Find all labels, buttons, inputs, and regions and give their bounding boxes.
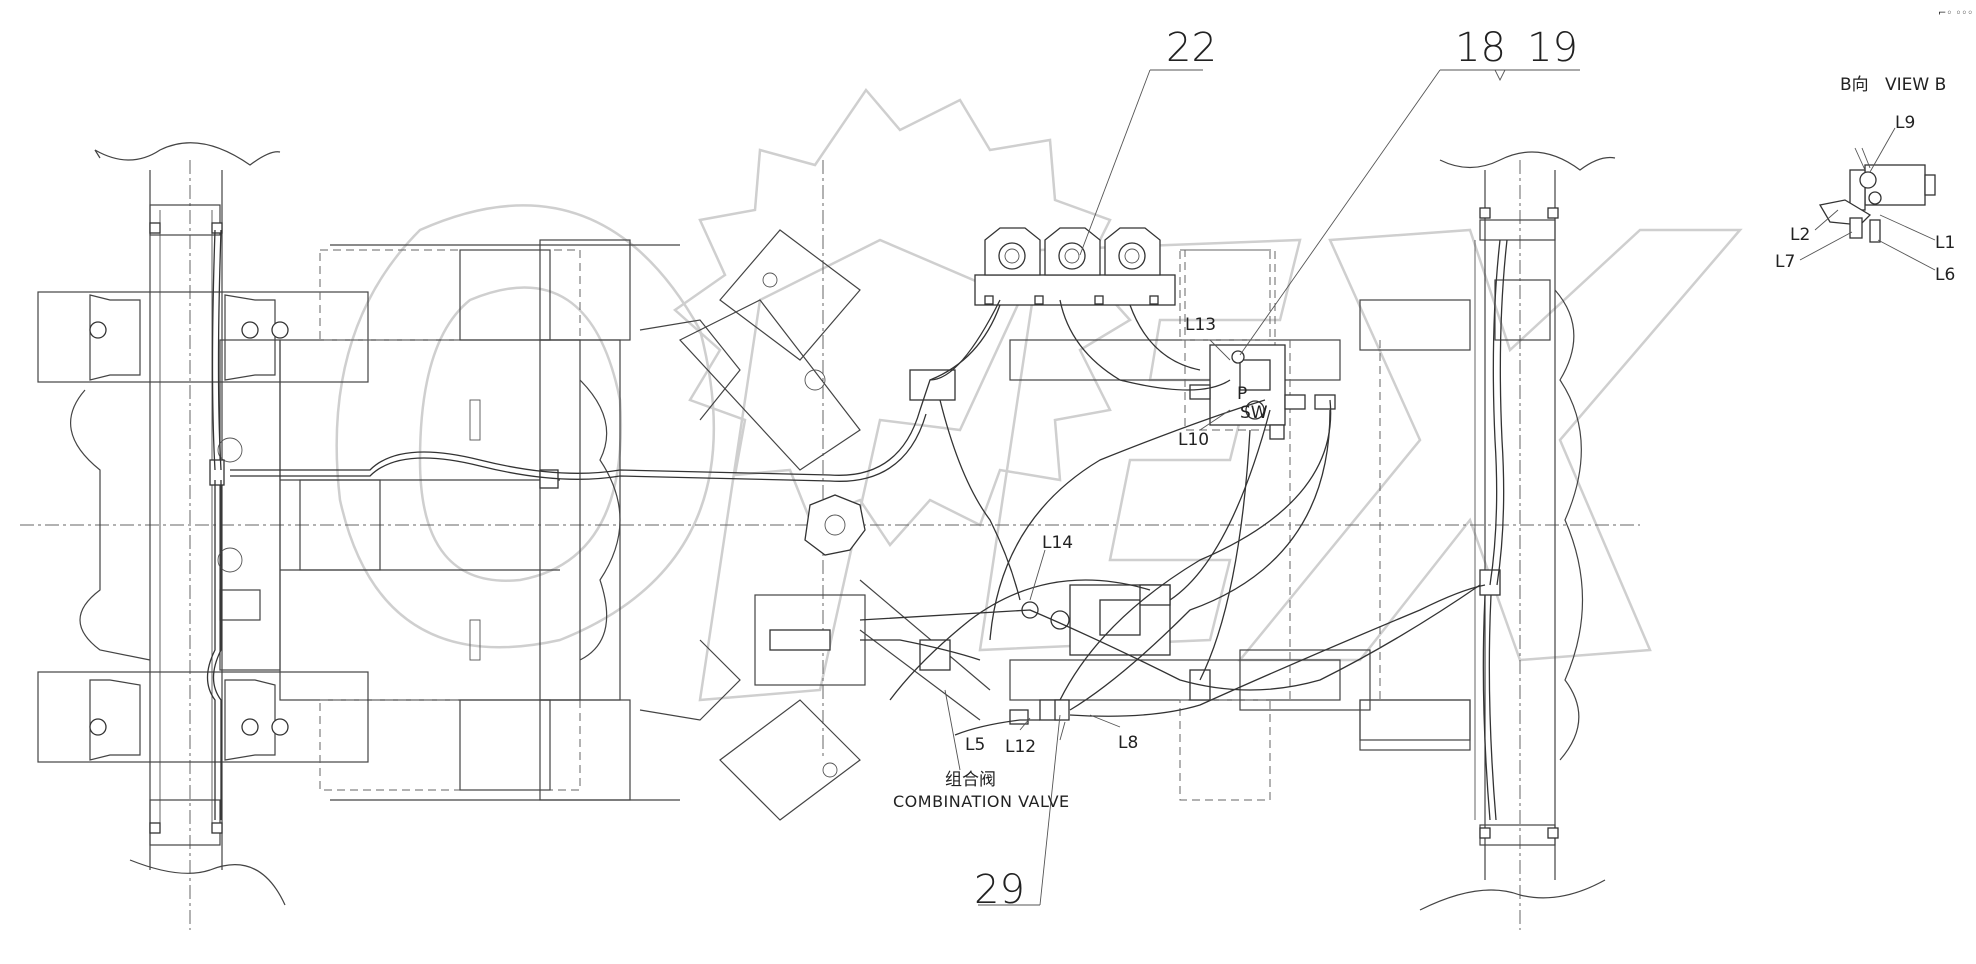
- front-frame: [279, 239, 680, 801]
- labels: 22 18 19 29 B向 VIEW B L9 L2 L1 L7 L6 L13…: [893, 8, 1973, 913]
- articulation-section: [639, 229, 991, 821]
- label-l8: L8: [1118, 733, 1138, 753]
- callout-19: 19: [1527, 25, 1578, 71]
- view-b-detail: [1799, 127, 1936, 271]
- callout-18: 18: [1455, 25, 1506, 71]
- label-l2: L2: [1790, 225, 1810, 245]
- view-b-title-cn: B向: [1840, 75, 1869, 95]
- brake-valve-block: [1184, 249, 1336, 440]
- combination-valve-label-cn: 组合阀: [945, 770, 996, 790]
- label-l14: L14: [1042, 533, 1073, 553]
- front-axle: [37, 142, 369, 906]
- label-l9: L9: [1895, 113, 1915, 133]
- label-p: P: [1237, 384, 1247, 404]
- label-l7: L7: [1775, 252, 1795, 272]
- callout-29: 29: [974, 867, 1025, 913]
- hydraulic-pipes: [206, 229, 1508, 821]
- label-l13: L13: [1185, 315, 1216, 335]
- label-l6: L6: [1935, 265, 1955, 285]
- corner-mark: ⌐◦ ◦◦◦: [1938, 8, 1973, 19]
- label-l12: L12: [1005, 737, 1036, 757]
- callout-22: 22: [1166, 25, 1217, 71]
- rear-axle: [1359, 151, 1616, 911]
- watermark: [335, 87, 1743, 702]
- accumulator-group: [974, 227, 1176, 306]
- label-l5: L5: [965, 735, 985, 755]
- label-l1: L1: [1935, 233, 1955, 253]
- combination-valve-label-en: COMBINATION VALVE: [893, 792, 1070, 811]
- view-b-title-en: VIEW B: [1885, 75, 1946, 95]
- leader-lines: [944, 69, 1580, 906]
- label-l10: L10: [1178, 430, 1209, 450]
- label-sw: SW: [1240, 403, 1268, 423]
